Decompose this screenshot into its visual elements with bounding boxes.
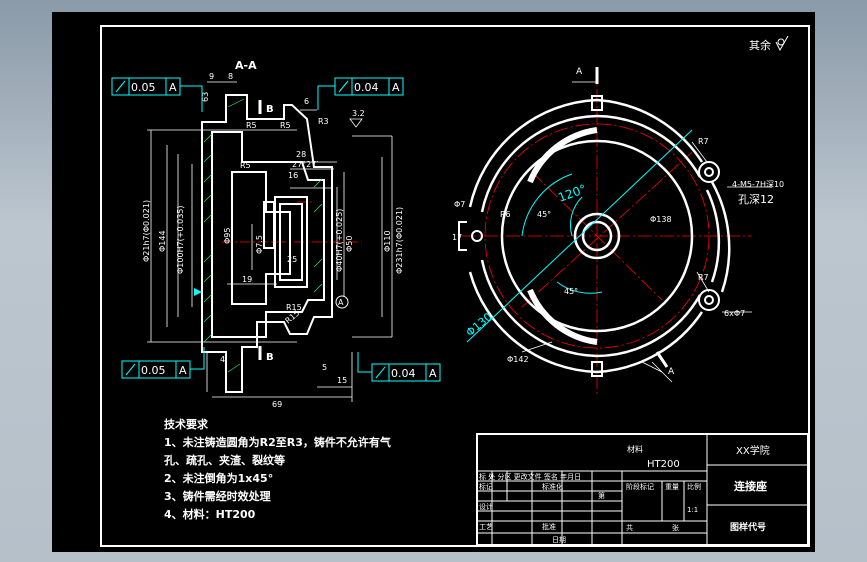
section-view: A-A <box>111 59 441 409</box>
tol-tl-datum: A <box>169 81 177 94</box>
tol-br-value: 0.04 <box>391 367 416 380</box>
dim-angle-120: 120° <box>556 182 588 205</box>
dim-15: 15 <box>337 376 347 385</box>
dim-r3: R3 <box>318 117 329 126</box>
tb-sheet: 张 <box>672 523 679 532</box>
plan-a-mark-top: A <box>576 67 583 77</box>
dim-angle-45-a: 45° <box>537 210 551 219</box>
dim-phi100h7: Φ100H7(+0.035) <box>176 205 185 274</box>
dim-25: 25 <box>287 255 297 264</box>
tb-scale-label: 比例 <box>687 482 701 491</box>
plan-a-mark-bottom: A <box>668 367 675 377</box>
dim-phi110: Φ110 <box>383 230 392 252</box>
technical-notes: 技术要求 1、未注铸造圆角为R2至R3，铸件不允许有气 孔、疏孔、夹渣、裂纹等 … <box>164 417 391 521</box>
dim-r5-b: R5 <box>280 121 291 130</box>
dim-hole-depth: 孔深12 <box>738 193 774 206</box>
dim-16: 16 <box>288 171 298 180</box>
dim-r7-b: R7 <box>698 273 709 282</box>
plan-view: A A R7 R7 R6 Φ7 17 45° 45° Φ138 Φ142 4-M… <box>452 67 784 397</box>
dim-r5-a: R5 <box>246 121 257 130</box>
tb-total: 共 <box>626 523 633 532</box>
tb-standard: 标准化 <box>542 482 563 491</box>
drawing-number: 图样代号 <box>730 521 766 533</box>
tol-tl-value: 0.05 <box>131 81 156 94</box>
tb-scale: 1:1 <box>687 506 698 514</box>
dim-28: 28 <box>296 150 306 159</box>
dim-17: 17 <box>452 233 462 242</box>
dim-phi50: Φ50 <box>345 236 354 252</box>
section-label: A-A <box>235 59 257 72</box>
tb-row-approve: 批准 <box>542 522 556 531</box>
dim-phi40h7: Φ40H7(+0.025) <box>335 209 344 272</box>
dim-phi7-5: Φ7.5 <box>255 235 264 254</box>
tb-date: 日期 <box>552 536 566 544</box>
tb-row-mark: 标记 <box>479 482 493 491</box>
dim-69: 69 <box>272 400 282 409</box>
dim-phi231h7: Φ231h7(Φ0.021) <box>395 207 404 274</box>
dim-63: 63 <box>201 92 210 102</box>
dim-19: 19 <box>242 275 252 284</box>
notes-line-3: 2、未注倒角为1x45° <box>164 471 273 485</box>
dim-phi21h7: Φ21h7(Φ0.021) <box>142 200 151 262</box>
dim-phi144: Φ144 <box>158 230 167 252</box>
material-value: HT200 <box>647 459 680 470</box>
dim-6-holes: 6xΦ7 <box>724 309 745 318</box>
material-label: 材料 <box>627 444 643 454</box>
school-name: XX学院 <box>736 444 770 457</box>
dim-r15-a: R15 <box>286 303 302 312</box>
dim-8: 8 <box>228 72 233 81</box>
dim-angle-45-b: 45° <box>564 287 578 296</box>
dim-r7-a: R7 <box>698 137 709 146</box>
dim-phi7: Φ7 <box>454 200 465 209</box>
part-name: 连接座 <box>734 479 767 493</box>
drawing-viewport[interactable]: 其余 A-A <box>52 12 815 552</box>
tb-row-process: 工艺 <box>479 523 493 531</box>
notes-line-2: 孔、疏孔、夹渣、裂纹等 <box>164 453 285 467</box>
datum-triangle <box>194 288 202 296</box>
cad-drawing: 其余 A-A <box>100 25 810 547</box>
tol-bl-datum: A <box>179 364 187 377</box>
notes-line-5: 4、材料：HT200 <box>164 507 256 521</box>
frame-border <box>100 25 810 547</box>
dim-r6: R6 <box>500 210 511 219</box>
tol-tr-datum: A <box>392 81 400 94</box>
notes-line-1: 1、未注铸造圆角为R2至R3，铸件不允许有气 <box>164 435 391 449</box>
tb-sheet-no: 第 <box>598 491 605 500</box>
b-mark-bottom: B <box>266 352 274 363</box>
datum-circle-label: A <box>338 298 344 307</box>
roughness-label: 其余 <box>749 38 771 52</box>
dim-phi142: Φ142 <box>507 355 529 364</box>
roughness-icon <box>775 35 789 52</box>
b-mark-top: B <box>266 104 274 115</box>
tb-row-header: 标 处 分区 更改文件 签名 年月日 <box>479 472 581 481</box>
dim-6: 6 <box>304 97 309 106</box>
dim-phi95: Φ95 <box>223 228 232 244</box>
dim-angle: 27°27′ <box>292 160 318 169</box>
tb-weight: 重量 <box>665 483 679 491</box>
notes-title: 技术要求 <box>164 417 209 431</box>
datum-circle <box>335 295 349 309</box>
tol-bl-value: 0.05 <box>141 364 166 377</box>
notes-line-4: 3、铸件需经时效处理 <box>164 489 271 503</box>
dim-5: 5 <box>322 363 327 372</box>
tol-br-datum: A <box>429 367 437 380</box>
title-block: 材料 HT200 XX学院 连接座 图样代号 标 处 分区 更改文件 签名 年月… <box>476 433 809 546</box>
tol-tr-value: 0.04 <box>354 81 379 94</box>
dim-phi138: Φ138 <box>650 215 672 224</box>
dim-9: 9 <box>209 72 214 81</box>
dim-4: 4 <box>220 355 225 364</box>
roughness-circle <box>777 38 785 46</box>
tb-stage: 阶段标记 <box>626 482 654 491</box>
dim-thread: 4-M5-7H深10 <box>732 180 784 189</box>
tb-row-design: 设计 <box>479 502 493 511</box>
dim-r5-c: R5 <box>240 161 251 170</box>
roughness-3-2: 3.2 <box>352 109 365 118</box>
